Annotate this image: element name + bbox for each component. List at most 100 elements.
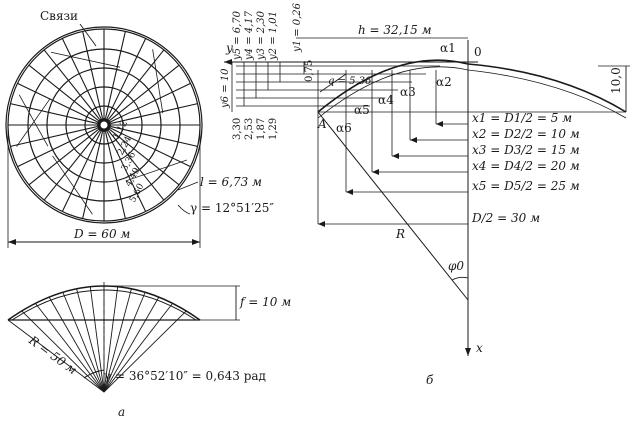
q-label: q = 5,36 (328, 76, 372, 87)
plan-tie-4 (52, 155, 93, 215)
plan-rib-16 (10, 103, 98, 124)
section-rib-5 (76, 288, 105, 393)
plan-outer-ring (5, 26, 203, 224)
x-axis-arrow (465, 348, 471, 356)
plan-rib-27 (110, 82, 191, 123)
section-rib-4 (62, 292, 105, 393)
plan-rib-2 (110, 126, 198, 147)
section-rib-8 (103, 286, 119, 393)
ties-leader (79, 23, 97, 47)
lower-value-4: 1,29 (268, 118, 279, 140)
y1-offset-label: 0,75 (304, 60, 315, 82)
section-rib-9 (103, 288, 132, 393)
rise-label: f = 10 м (239, 295, 291, 309)
phi-label: φ0 (448, 259, 464, 273)
lower-value-1: 3,30 (232, 118, 243, 140)
x-labels: x1 = D1/2 = 5 м x2 = D2/2 = 10 м x3 = D3… (471, 111, 580, 225)
y-axis-label: y (225, 41, 233, 55)
x-arrow-4 (372, 169, 379, 175)
plan-tie-6 (18, 94, 49, 147)
y1-label: y1 = 0,26 (292, 2, 303, 53)
alpha-labels: α1 α2 α3 α4 α5 α6 (336, 41, 456, 135)
radius-line (317, 111, 469, 301)
section-rib-13 (103, 310, 187, 393)
plan-rib-19 (43, 49, 101, 120)
gamma-section-label: γ = 36°52′10″ = 0,643 рад (104, 369, 266, 383)
section-rib-12 (103, 303, 173, 393)
x-arrow-5 (346, 189, 353, 195)
plan-rib-12 (28, 128, 99, 186)
phi-arc (451, 276, 469, 281)
section-view: f = 10 м R = 50 м γ = 36°52′10″ = 0,643 … (7, 282, 291, 419)
half-diameter-label: D/2 = 30 м (471, 211, 540, 225)
lower-value-2: 2,53 (244, 118, 255, 140)
x-dimension-lines (317, 70, 468, 227)
plan-rib-6 (106, 131, 147, 212)
plan-rib-28 (110, 103, 198, 124)
plan-rib-24 (106, 38, 147, 119)
plan-ribs (8, 29, 200, 221)
x1-label: x1 = D1/2 = 5 м (472, 111, 572, 125)
y2-label: y2 = 1,01 (268, 11, 279, 61)
x-arrow-2 (410, 137, 417, 143)
plan-tie-1 (50, 51, 121, 68)
alpha-1-label: α1 (440, 41, 456, 55)
dome-arc-inner (317, 66, 627, 119)
alpha-3-label: α3 (400, 85, 416, 99)
point-a-label: A (317, 117, 327, 131)
plan-rib-7 (105, 131, 126, 219)
geometry-view: y x 0 h = 32,15 м 10,0 y6 = 10 y5 = 6,70… (220, 2, 630, 387)
y6-label: y6 = 10 (220, 68, 231, 109)
height-label: 10,0 (609, 67, 623, 94)
h-label: h = 32,15 м (358, 23, 432, 37)
lower-value-labels: 3,30 2,53 1,87 1,29 (232, 118, 279, 140)
lower-value-3: 1,87 (256, 118, 267, 140)
plan-view: Связи 1,12 2,24 3,36 4,49 5,60 l = 6,73 … (5, 9, 274, 248)
x-arrow-6 (318, 221, 325, 227)
x4-label: x4 = D4/2 = 20 м (472, 159, 580, 173)
x-arrow-1 (436, 121, 443, 127)
section-radius-line (7, 319, 105, 393)
plan-center-hole (100, 121, 108, 129)
section-rib-10 (103, 292, 146, 393)
caption-b: б (426, 373, 434, 387)
y3-label: y3 = 2,30 (256, 10, 267, 61)
plan-rib-10 (61, 131, 102, 212)
plan-rib-9 (82, 131, 103, 219)
section-rib-6 (89, 286, 105, 393)
alpha-5-label: α5 (354, 103, 370, 117)
y-labels: y6 = 10 y5 = 6,70 y4 = 4,17 y3 = 2,30 y2… (220, 2, 315, 109)
plan-rib-18 (28, 64, 99, 122)
plan-ties (16, 49, 188, 215)
x-arrow-3 (392, 153, 399, 159)
rib-length-leader (177, 181, 199, 191)
alpha-4-label: α4 (378, 93, 394, 107)
plan-rib-26 (109, 64, 180, 122)
y-dimension-lines (231, 62, 305, 112)
dome-arc (317, 59, 627, 113)
y5-label: y5 = 6,70 (232, 10, 243, 61)
x2-label: x2 = D2/2 = 10 м (472, 127, 580, 141)
plan-rib-13 (17, 127, 98, 168)
plan-rib-3 (110, 127, 191, 168)
x-axis-label: x (476, 341, 483, 355)
plan-rib-11 (43, 130, 101, 201)
section-rib-1 (21, 310, 105, 393)
y4-label: y4 = 4,17 (244, 10, 255, 61)
section-ribs (21, 286, 187, 393)
plan-rib-21 (82, 31, 103, 119)
plan-rib-17 (17, 82, 98, 123)
plan-rib-4 (109, 128, 180, 186)
q-leader (319, 73, 347, 93)
alpha-6-label: α6 (336, 121, 352, 135)
gamma-plan-arc (177, 204, 191, 215)
plan-rib-14 (10, 126, 98, 147)
plan-tie-5 (16, 98, 51, 147)
diameter-arrow-left (8, 239, 16, 245)
section-rib-3 (48, 296, 105, 393)
origin-label: 0 (474, 45, 482, 59)
section-rib-11 (103, 296, 160, 393)
x3-label: x3 = D3/2 = 15 м (472, 143, 580, 157)
alpha-2-label: α2 (436, 75, 452, 89)
